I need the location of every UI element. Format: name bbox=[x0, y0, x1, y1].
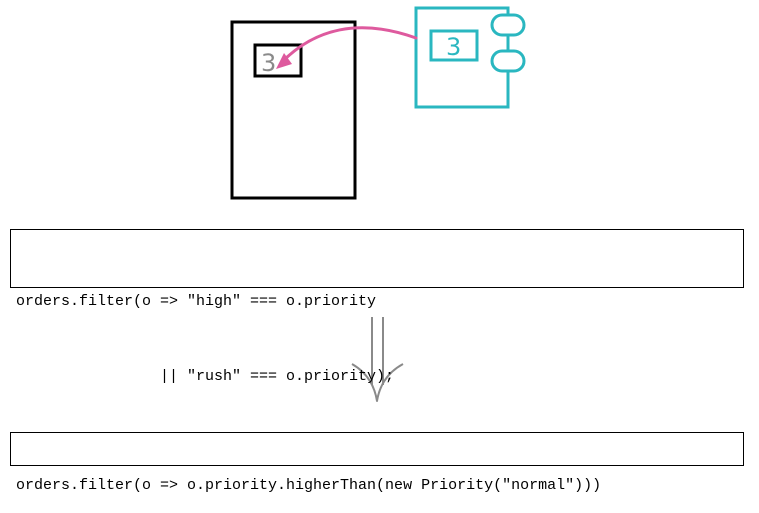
code-after-line-1: orders.filter(o => o.priority.higherThan… bbox=[16, 477, 602, 494]
value-object-handle-bottom bbox=[490, 49, 526, 73]
copy-arrow-head bbox=[276, 53, 292, 69]
code-after-box: orders.filter(o => o.priority.higherThan… bbox=[10, 432, 744, 494]
copy-arrow-line bbox=[279, 26, 418, 65]
entity-object: 3 bbox=[230, 20, 357, 200]
code-before-line-1: orders.filter(o => "high" === o.priority bbox=[16, 293, 377, 310]
entity-box bbox=[230, 20, 357, 200]
entity-value-slot bbox=[253, 43, 303, 78]
value-object: 3 bbox=[414, 6, 526, 109]
code-before-box: orders.filter(o => "high" === o.priority… bbox=[10, 229, 744, 385]
refactor-arrow bbox=[351, 317, 404, 402]
value-object-text: 3 bbox=[446, 33, 461, 61]
entity-value-text: 3 bbox=[261, 49, 276, 77]
copy-arrow bbox=[276, 26, 418, 69]
diagram-canvas: 3 3 bbox=[230, 6, 526, 402]
value-object-handle-top bbox=[490, 13, 526, 37]
value-object-slot bbox=[429, 29, 479, 62]
code-before-line-2: || "rush" === o.priority); bbox=[16, 368, 395, 385]
refactor-arrow-head bbox=[351, 363, 404, 402]
